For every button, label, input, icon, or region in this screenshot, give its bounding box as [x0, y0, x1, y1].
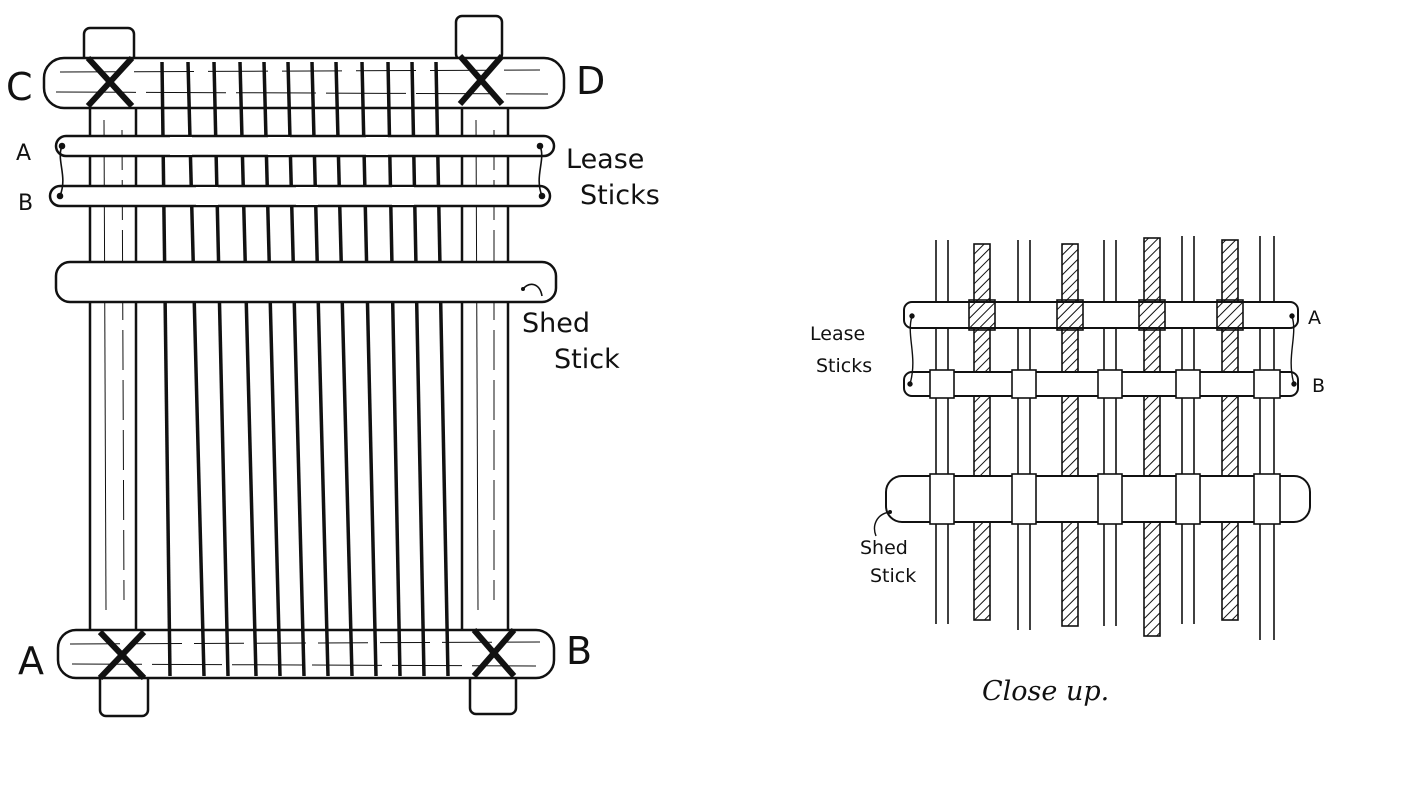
left-post	[88, 98, 138, 642]
shed-stick-pointer-dot	[521, 287, 525, 291]
shed-stick-title-line1: Shed	[522, 308, 590, 339]
closeup-lease-ties	[907, 313, 1297, 387]
lease-stick-label-b: B	[18, 191, 33, 216]
lease-stick-ties	[56, 142, 546, 200]
lease-sticks-title-line2: Sticks	[580, 180, 660, 211]
closeup-lease-title-line2: Sticks	[816, 355, 872, 377]
closeup-shed-pointer	[873, 511, 891, 537]
shed-stick	[54, 260, 558, 304]
top-crossbar	[42, 56, 566, 110]
corner-label-c: C	[6, 65, 33, 109]
warp-threads	[160, 61, 450, 677]
closeup-lease-stick-b	[903, 369, 1299, 399]
bottom-crossbar	[56, 628, 556, 680]
closeup-caption: Close up.	[982, 676, 1109, 707]
corner-lashing-d	[457, 54, 505, 106]
lease-stick-a	[54, 134, 556, 158]
corner-label-d: D	[576, 59, 605, 103]
corner-label-a: A	[18, 639, 44, 683]
corner-lashing-b	[471, 628, 517, 678]
loom-figure	[42, 14, 566, 718]
right-post-top	[454, 14, 504, 62]
closeup-lease-title-line1: Lease	[810, 323, 865, 345]
lease-stick-b	[48, 184, 552, 208]
closeup-shed-title-line1: Shed	[860, 537, 908, 559]
right-post	[460, 98, 510, 642]
closeup-figure	[873, 236, 1311, 640]
lease-stick-label-a: A	[16, 141, 31, 166]
closeup-shed-stick	[885, 473, 1311, 525]
closeup-hatched-warps	[973, 237, 1239, 637]
corner-lashing-c	[85, 55, 135, 109]
lease-sticks-title-line1: Lease	[566, 144, 644, 175]
closeup-shed-pointer-dot	[888, 510, 892, 514]
corner-lashing-a	[97, 629, 147, 681]
closeup-shed-title-line2: Stick	[870, 565, 916, 587]
shed-stick-title-line2: Stick	[554, 344, 620, 375]
closeup-lease-stick-a	[903, 299, 1299, 331]
corner-label-b: B	[566, 629, 592, 673]
closeup-lease-label-a: A	[1308, 307, 1321, 329]
closeup-lease-label-b: B	[1312, 375, 1325, 397]
